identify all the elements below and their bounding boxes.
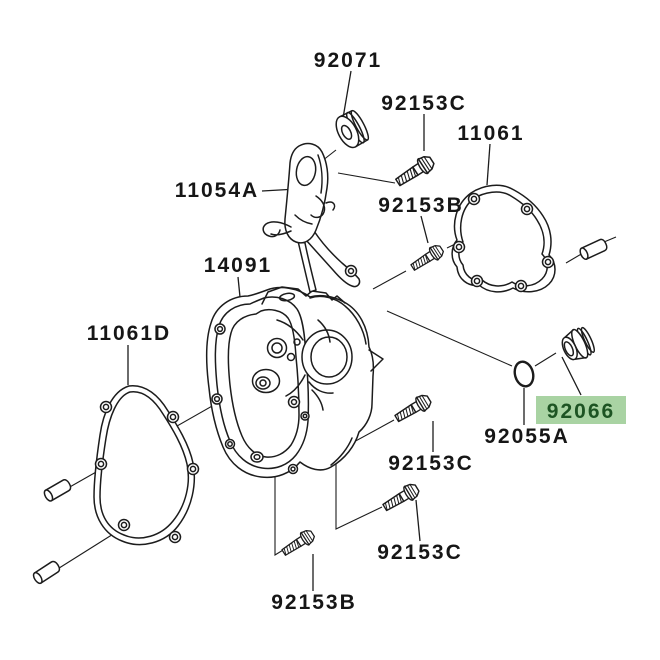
part-label-92071[interactable]: 92071 xyxy=(314,49,382,72)
bolt-drawing xyxy=(391,391,434,427)
part-link-92066-highlighted[interactable]: 92066 xyxy=(536,396,626,424)
part-label-11061d[interactable]: 11061D xyxy=(87,322,171,345)
o-ring-drawing xyxy=(513,360,535,388)
part-label-92153b-bot[interactable]: 92153B xyxy=(271,591,357,614)
part-label-92066: 92066 xyxy=(547,400,615,423)
bolt-drawing xyxy=(392,152,438,191)
part-label-14091[interactable]: 14091 xyxy=(204,254,272,277)
highlight-background xyxy=(536,396,626,424)
part-label-92055a[interactable]: 92055A xyxy=(484,425,570,448)
gasket-left-drawing xyxy=(93,385,200,546)
part-label-92153b-top[interactable]: 92153B xyxy=(378,194,464,217)
bolt-drawing xyxy=(379,480,422,516)
dowel-pin xyxy=(41,477,74,504)
engine-cover-drawing xyxy=(205,286,384,479)
grommet-drawing xyxy=(335,109,370,149)
part-label-11061[interactable]: 11061 xyxy=(457,122,524,145)
part-label-92153c-top[interactable]: 92153C xyxy=(381,92,467,115)
dowel-pin xyxy=(577,237,610,262)
gasket-right-bolt-holes xyxy=(452,192,555,293)
gasket-left-bolt-holes xyxy=(94,400,200,544)
part-label-92153c-mid[interactable]: 92153C xyxy=(388,452,474,475)
plug-drawing xyxy=(561,326,596,361)
bracket-drawing xyxy=(262,142,361,293)
bolt-drawing xyxy=(279,527,318,560)
dowel-pin xyxy=(31,559,62,586)
bolt-drawing xyxy=(408,242,447,275)
part-label-11054a[interactable]: 11054A xyxy=(175,179,259,202)
part-label-92153c-bot[interactable]: 92153C xyxy=(377,541,463,564)
gasket-right-drawing xyxy=(451,184,556,293)
